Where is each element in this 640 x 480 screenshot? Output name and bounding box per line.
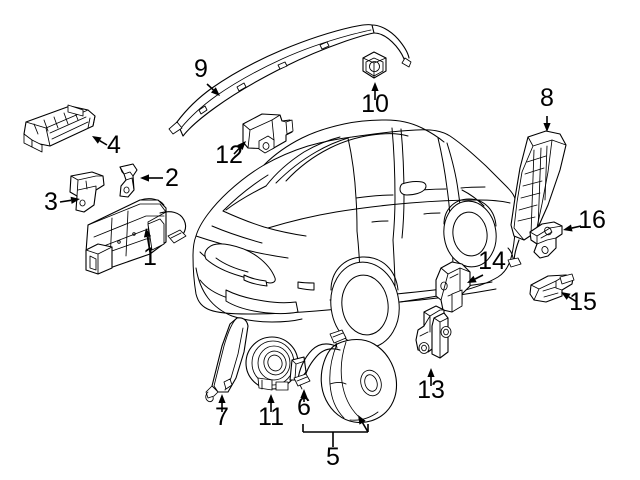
callout-number-3: 3	[44, 188, 58, 216]
part-clockspring	[245, 336, 307, 391]
part-upper-bracket	[119, 163, 138, 198]
leader-arrowhead-6	[300, 389, 308, 398]
part-curtain-airbag	[168, 24, 412, 137]
callout-10: 10	[361, 82, 389, 118]
leader-line-1	[146, 236, 151, 253]
leader-line-3	[59, 199, 72, 203]
callout-number-11: 11	[258, 403, 284, 431]
part-driver-airbag	[320, 338, 398, 424]
callout-number-9: 9	[194, 55, 208, 83]
callout-number-14: 14	[478, 247, 506, 275]
callout-number-5: 5	[326, 443, 340, 471]
leader-arrowhead-11	[267, 394, 275, 403]
callout-5: 5	[302, 415, 369, 471]
callout-4: 4	[92, 131, 121, 159]
callout-2: 2	[140, 164, 179, 192]
leader-arrowhead-4	[92, 136, 102, 144]
part-lower-bracket	[69, 171, 105, 213]
leader-line-15	[568, 296, 578, 303]
callout-number-4: 4	[107, 131, 121, 159]
callout-7: 7	[215, 394, 229, 431]
leader-line-16	[571, 225, 582, 229]
leader-arrowhead-5	[358, 415, 366, 425]
part-front-impact-sensor	[435, 261, 471, 313]
leader-arrowhead-13	[427, 368, 435, 377]
leader-line-4	[99, 139, 108, 146]
callout-16: 16	[563, 206, 606, 234]
callout-number-16: 16	[578, 206, 606, 234]
callout-9: 9	[194, 55, 220, 96]
callout-3: 3	[44, 188, 80, 216]
callout-bracket-5	[302, 424, 369, 447]
callout-number-13: 13	[417, 376, 445, 404]
leader-line-12	[233, 147, 241, 155]
callout-14: 14	[467, 247, 506, 283]
callout-8: 8	[540, 84, 554, 132]
part-control-module	[242, 113, 294, 154]
leader-arrowhead-3	[70, 196, 80, 204]
leader-arrowhead-15	[561, 292, 571, 300]
part-pillar-trim	[205, 317, 249, 403]
callout-number-1: 1	[143, 243, 157, 271]
callout-number-6: 6	[297, 393, 311, 421]
callout-number-8: 8	[540, 84, 554, 112]
callout-number-12: 12	[215, 141, 243, 169]
callout-6: 6	[297, 389, 311, 421]
leader-line-5	[361, 422, 369, 433]
leader-arrowhead-14	[467, 275, 477, 283]
callout-number-2: 2	[165, 164, 179, 192]
callout-number-7: 7	[215, 403, 229, 431]
leader-arrowhead-12	[237, 141, 246, 151]
part-passenger-airbag-module	[85, 198, 187, 275]
callout-1: 1	[143, 228, 157, 271]
part-hex-nut	[362, 51, 387, 79]
leader-arrowhead-8	[543, 123, 551, 132]
leader-arrowhead-9	[210, 87, 220, 96]
vehicle-outline	[192, 119, 517, 349]
leader-arrowhead-1	[143, 228, 152, 238]
callout-number-10: 10	[361, 90, 389, 118]
leader-arrowhead-16	[563, 224, 573, 232]
callout-12: 12	[215, 141, 246, 169]
leader-line-9	[206, 83, 214, 91]
callout-11: 11	[258, 394, 284, 431]
leader-line-14	[474, 274, 484, 280]
part-side-crash-sensor	[415, 305, 452, 359]
callout-15: 15	[561, 288, 597, 316]
callout-13: 13	[417, 368, 445, 404]
part-reinforcement-panel	[23, 104, 96, 153]
leader-arrowhead-7	[218, 394, 226, 403]
leader-arrowhead-2	[140, 174, 149, 182]
leader-arrowhead-10	[371, 82, 379, 91]
part-sensor-clip	[529, 273, 575, 303]
callout-number-15: 15	[569, 288, 597, 316]
part-side-bracket	[529, 221, 563, 259]
part-airbag-connector	[293, 329, 347, 390]
